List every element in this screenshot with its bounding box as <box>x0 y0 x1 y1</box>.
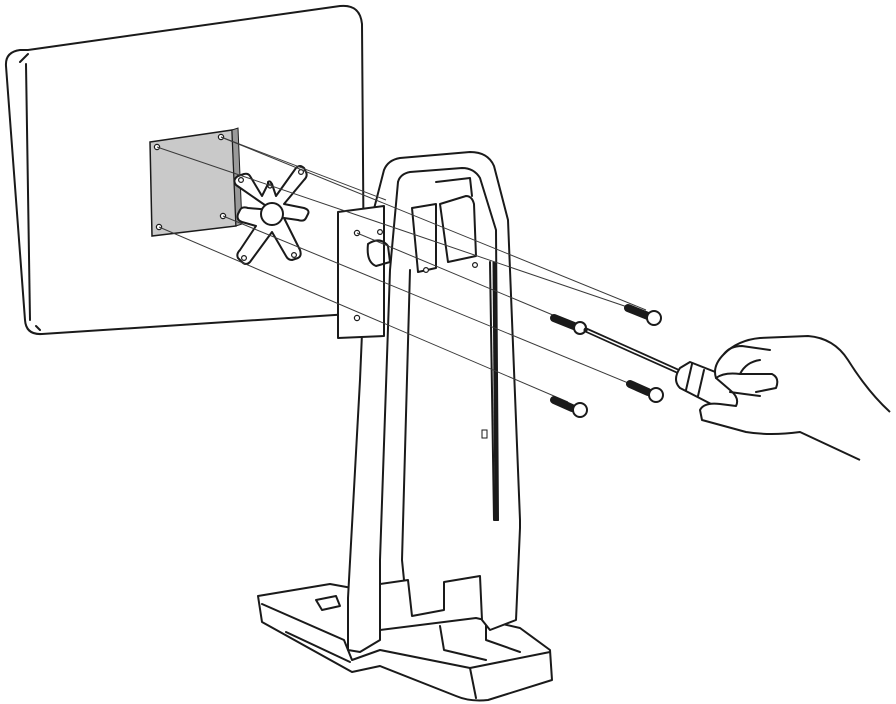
column-latch <box>481 429 488 439</box>
column-cable-cutouts <box>411 195 477 273</box>
column-inner-arch <box>397 167 499 521</box>
column-top-cap <box>435 177 473 197</box>
spider-hole-1 <box>238 177 245 184</box>
hand <box>699 335 891 461</box>
screw-bottom-right <box>626 380 664 403</box>
column-hole-left <box>423 267 430 274</box>
column-hole-right <box>472 262 479 269</box>
hand-outline <box>699 335 891 461</box>
screw-thread <box>624 304 652 320</box>
hand-thumb <box>723 345 771 355</box>
screw-thread <box>550 314 578 330</box>
column-outer <box>347 151 521 653</box>
base-top-edge <box>261 603 551 669</box>
screw-thread <box>626 380 652 396</box>
spider-center-hole <box>260 202 284 226</box>
guide-line-6 <box>356 232 561 319</box>
guide-line-4 <box>158 226 569 403</box>
alignment-lines <box>156 136 651 403</box>
hand-fingers <box>715 359 779 397</box>
screw-top-left <box>550 314 587 335</box>
monitor-back-edge <box>19 53 41 331</box>
screw-head <box>573 321 587 335</box>
stand-plate-face <box>337 205 385 339</box>
stand-mount-plate <box>337 205 391 339</box>
column-inner-left-rail <box>379 181 399 585</box>
guide-line-5 <box>222 215 651 393</box>
spider-hole-4 <box>291 252 298 259</box>
stand-column <box>347 151 521 653</box>
stand-plate-hole-2 <box>353 314 361 322</box>
guide-line-2 <box>220 136 387 201</box>
guide-line-3 <box>220 136 647 311</box>
screwdriver-shaft-highlight <box>587 330 685 375</box>
mount-plate-shade <box>149 129 237 237</box>
spider-adapter <box>233 165 310 265</box>
screw-top-right <box>624 304 662 326</box>
column-front-ridge <box>401 269 411 581</box>
column-rear-rail-dark <box>492 261 498 521</box>
spider-hole-3 <box>241 255 248 262</box>
screw-head <box>646 310 662 326</box>
vesa-mount-plate <box>149 127 243 237</box>
column-rear-slot <box>489 261 499 521</box>
base-front-lip <box>285 631 477 699</box>
screwdriver-handle-ridges <box>685 363 705 397</box>
monitor-bezel-bevel <box>25 63 31 321</box>
screw-thread <box>550 396 576 412</box>
stand-plate-hole-3 <box>377 229 384 236</box>
screw-bottom-left <box>550 396 588 418</box>
base-foot-slot <box>315 595 341 611</box>
stand-base <box>257 583 553 702</box>
screw-head <box>572 402 588 418</box>
screw-head <box>648 387 664 403</box>
guide-line-1 <box>156 146 643 313</box>
